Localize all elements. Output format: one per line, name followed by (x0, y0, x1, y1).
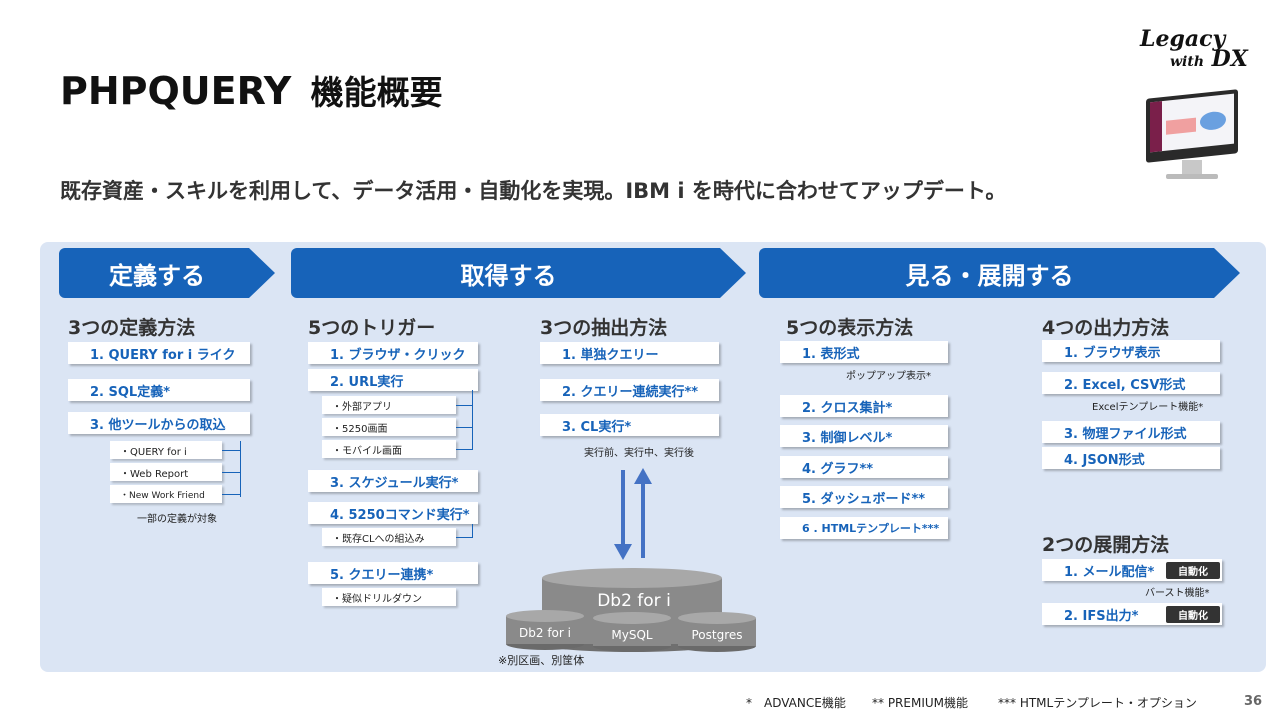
display-note: ポップアップ表示* (846, 371, 931, 382)
display-cross: 2. クロス集計* (780, 395, 948, 417)
triggers-title: 5つのトリガー (308, 317, 436, 339)
monitor-icon (1146, 89, 1238, 184)
display-control: 3. 制御レベル* (780, 425, 948, 447)
page-subtitle: 既存資産・スキルを利用して、データ活用・自動化を実現。IBM i を時代に合わせ… (60, 179, 1007, 203)
trigger-url-sub-external: ・外部アプリ (322, 396, 456, 414)
db-main-label: Db2 for i (597, 591, 671, 611)
display-graph: 4. グラフ** (780, 456, 948, 478)
phase-define-header: 定義する (59, 248, 275, 298)
define-sub-nwf: ・New Work Friend (110, 485, 222, 503)
display-dashboard: 5. ダッシュボード** (780, 486, 948, 508)
footer-legend-premium: ** PREMIUM機能 (872, 696, 969, 710)
trigger-schedule: 3. スケジュール実行* (308, 470, 478, 492)
display-table: 1. 表形式 (780, 341, 948, 363)
page-title: PHPQUERY 機能概要 (60, 66, 443, 114)
define-item-sql: 2. SQL定義* (68, 379, 250, 401)
extract-single: 1. 単独クエリー (540, 342, 719, 364)
phase-view-header: 見る・展開する (759, 248, 1240, 298)
db-note: ※別区画、別筐体 (498, 654, 585, 667)
data-flow-arrows (614, 468, 652, 560)
db-sub-mysql: MySQL (611, 628, 653, 642)
trigger-url-sub-5250: ・5250画面 (322, 418, 456, 436)
extract-title: 3つの抽出方法 (540, 317, 668, 339)
define-bracket (240, 441, 241, 497)
title-main: PHPQUERY (60, 69, 292, 113)
define-item-import: 3. 他ツールからの取込 (68, 412, 250, 434)
trigger-link-sub: ・疑似ドリルダウン (322, 588, 456, 606)
extract-note: 実行前、実行中、実行後 (584, 448, 694, 459)
title-sub: 機能概要 (310, 73, 443, 112)
output-json: 4. JSON形式 (1042, 447, 1220, 469)
trigger-query-link: 5. クエリー連携* (308, 562, 478, 584)
define-note: 一部の定義が対象 (137, 514, 217, 525)
deploy-title: 2つの展開方法 (1042, 534, 1170, 556)
display-title: 5つの表示方法 (786, 317, 914, 339)
define-sub-webreport: ・Web Report (110, 463, 222, 481)
trigger-5250cmd: 4. 5250コマンド実行* (308, 502, 478, 524)
deploy-mail-badge: 自動化 (1166, 562, 1220, 579)
define-item-query: 1. QUERY for i ライク (68, 342, 250, 364)
trigger-url-bracket (472, 390, 473, 450)
page-number: 36 (1244, 694, 1263, 709)
display-html-template: 6 . HTMLテンプレート*** (780, 517, 948, 539)
db-sub-db2: Db2 for i (519, 626, 571, 640)
define-sub-query: ・QUERY for i (110, 441, 222, 459)
trigger-browser: 1. ブラウザ・クリック (308, 342, 478, 364)
output-title: 4つの出力方法 (1042, 317, 1170, 339)
trigger-cmd-sub: ・既存CLへの組込み (322, 528, 456, 546)
legacy-with-dx-logo: Legacy with DX (1140, 26, 1248, 72)
deploy-ifs-badge: 自動化 (1166, 606, 1220, 623)
db-sub-postgres: Postgres (691, 628, 743, 642)
trigger-url: 2. URL実行 (308, 369, 478, 391)
deploy-note: バースト機能* (1145, 588, 1210, 599)
output-excel: 2. Excel, CSV形式 (1042, 372, 1220, 394)
extract-cl: 3. CL実行* (540, 414, 719, 436)
output-browser: 1. ブラウザ表示 (1042, 340, 1220, 362)
database-cluster (506, 568, 756, 652)
define-title: 3つの定義方法 (68, 317, 196, 339)
footer-legend-advance: * ADVANCE機能 (746, 696, 846, 710)
output-note: Excelテンプレート機能* (1092, 402, 1204, 413)
extract-continuous: 2. クエリー連続実行** (540, 379, 719, 401)
trigger-url-sub-mobile: ・モバイル画面 (322, 440, 456, 458)
phase-get-header: 取得する (291, 248, 746, 298)
footer-legend-html: *** HTMLテンプレート・オプション (998, 696, 1197, 710)
output-physical: 3. 物理ファイル形式 (1042, 421, 1220, 443)
